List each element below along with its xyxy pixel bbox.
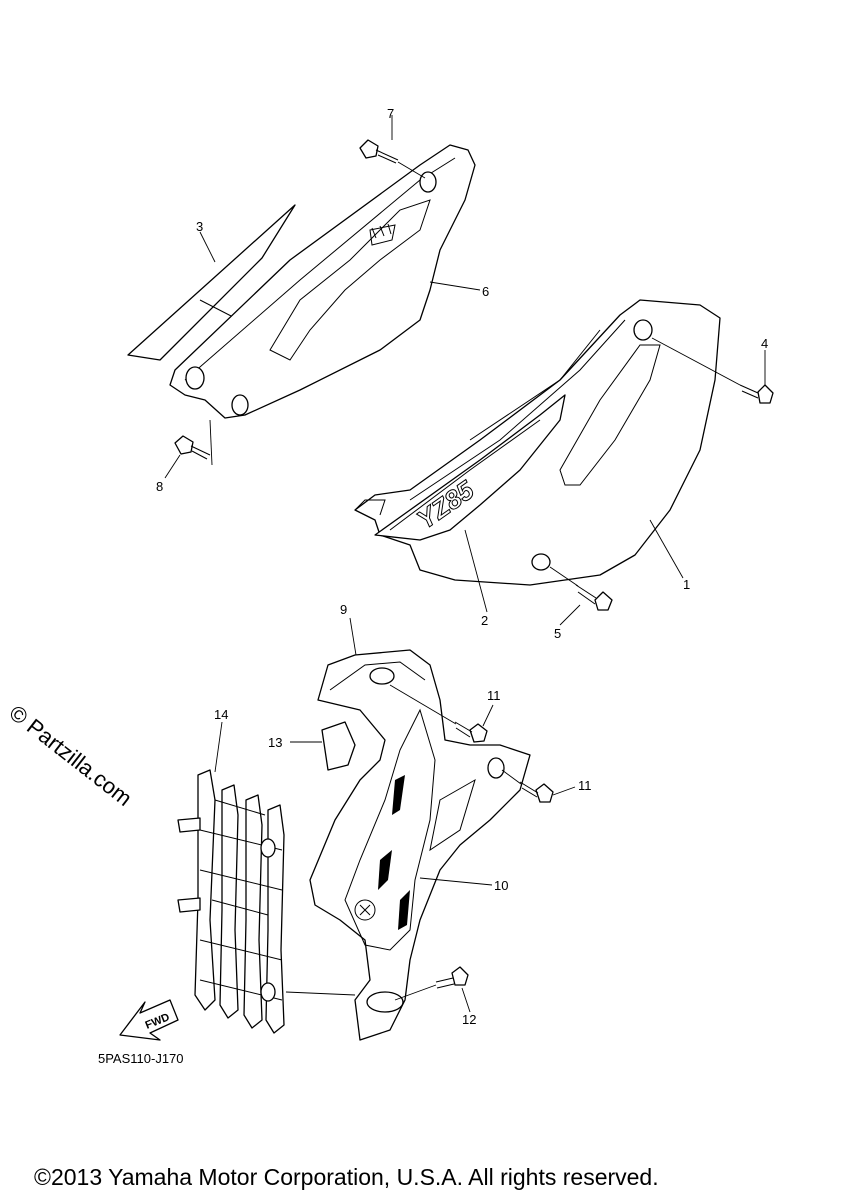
callout-13: 13 bbox=[268, 735, 282, 750]
part-7-bolt bbox=[359, 115, 426, 179]
part-3-graphic-decal bbox=[127, 204, 296, 361]
callout-5: 5 bbox=[554, 626, 561, 641]
copyright-text: ©2013 Yamaha Motor Corporation, U.S.A. A… bbox=[34, 1164, 659, 1190]
fwd-arrow-icon: FWD bbox=[119, 999, 179, 1041]
callout-11a: 11 bbox=[487, 688, 501, 703]
callout-12: 12 bbox=[462, 1012, 476, 1027]
callout-14: 14 bbox=[214, 707, 228, 722]
part-6-left-side-cover bbox=[169, 144, 476, 419]
callout-3: 3 bbox=[196, 219, 203, 234]
part-10-radiator-graphic bbox=[344, 708, 436, 951]
callout-numbers: 1 2 3 4 5 6 7 8 9 10 11 11 12 13 14 bbox=[156, 106, 768, 1027]
part-11-bolt-lower bbox=[501, 769, 576, 803]
callout-7: 7 bbox=[387, 106, 394, 121]
part-5-bolt bbox=[549, 566, 613, 626]
part-8-bolt bbox=[164, 419, 213, 479]
part-9-radiator-cover bbox=[309, 649, 531, 1041]
callout-1: 1 bbox=[683, 577, 690, 592]
callout-8: 8 bbox=[156, 479, 163, 494]
part-11-bolt-upper bbox=[389, 684, 494, 743]
part-12-bolt bbox=[394, 966, 471, 1013]
part-4-bolt bbox=[651, 337, 774, 404]
callout-2: 2 bbox=[481, 613, 488, 628]
part-13-damper bbox=[290, 721, 356, 771]
callout-4: 4 bbox=[761, 336, 768, 351]
callout-10: 10 bbox=[494, 878, 508, 893]
callout-9: 9 bbox=[340, 602, 347, 617]
diagram-code: 5PAS110-J170 bbox=[98, 1051, 184, 1066]
leader-lines bbox=[199, 231, 684, 886]
callout-11b: 11 bbox=[578, 778, 592, 793]
callout-6: 6 bbox=[482, 284, 489, 299]
part-14-radiator-louver bbox=[177, 721, 356, 1034]
